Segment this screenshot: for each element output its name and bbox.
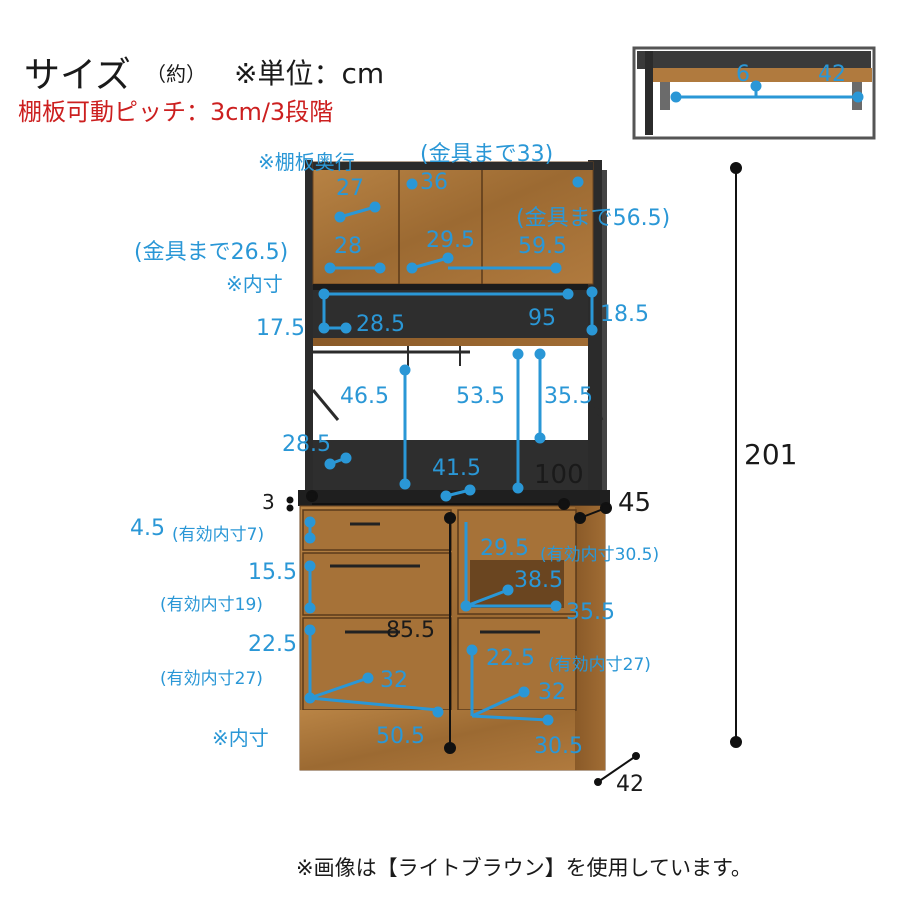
dim-27: 27 (336, 176, 364, 201)
unit-label: ※単位：cm (234, 57, 385, 90)
dim-38-5: 38.5 (514, 568, 563, 593)
shelf-pitch-note: 棚板可動ピッチ：3cm/3段階 (18, 98, 334, 126)
dim-eff-30-5: (有効内寸30.5) (540, 545, 660, 565)
dim-to-fitting-56-5: (金具まで56.5) (516, 206, 671, 231)
dim-32-left: 32 (380, 668, 408, 693)
size-approx: （約） (146, 62, 206, 86)
dim-4-5: 4.5 (130, 516, 165, 541)
dim-35-5-mid: 35.5 (544, 384, 593, 409)
dim-eff-19: (有効内寸19) (160, 595, 263, 615)
dim-18-5: 18.5 (600, 302, 649, 327)
dim-30-5: 30.5 (534, 734, 583, 759)
dim-46-5: 46.5 (340, 384, 389, 409)
inner-note-bottom: ※内寸 (212, 726, 269, 750)
dim-41-5: 41.5 (432, 456, 481, 481)
dim-32-right: 32 (538, 680, 566, 705)
dim-95: 95 (528, 306, 556, 331)
dim-eff-27-right: (有効内寸27) (548, 655, 651, 675)
shelf-depth-note: ※棚板奥行 (258, 150, 355, 174)
dim-29-5: 29.5 (426, 228, 475, 253)
dim-28: 28 (334, 234, 362, 259)
dim-to-fitting-33: (金具まで33) (420, 142, 554, 167)
inner-note-top: ※内寸 (226, 272, 283, 296)
footer-note: ※画像は【ライトブラウン】を使用しています。 (296, 856, 752, 880)
dim-50-5: 50.5 (376, 724, 425, 749)
dim-width-100: 100 (534, 460, 584, 490)
hutch (298, 160, 610, 506)
dim-15-5: 15.5 (248, 560, 297, 585)
overall-dimension-lines (286, 162, 742, 786)
dimension-lines (304, 80, 864, 726)
dim-28-5-top: 28.5 (356, 312, 405, 337)
inset-left-dim: 6 (736, 62, 750, 87)
dim-22-5-left: 22.5 (248, 632, 297, 657)
dim-28-5-mid: 28.5 (282, 432, 331, 457)
dim-eff-7: (有効内寸7) (172, 525, 265, 545)
dim-53-5: 53.5 (456, 384, 505, 409)
inset-right-dim: 42 (818, 62, 846, 87)
dim-22-5-right: 22.5 (486, 646, 535, 671)
dim-29-5-lower: 29.5 (480, 536, 529, 561)
dim-36: 36 (420, 170, 448, 195)
dim-3: 3 (262, 490, 275, 514)
dim-59-5: 59.5 (518, 234, 567, 259)
size-title: サイズ (24, 55, 131, 96)
dim-to-fitting-26-5: (金具まで26.5) (134, 240, 289, 265)
dim-35-5-lower: 35.5 (566, 600, 615, 625)
base-cabinet (299, 505, 606, 771)
dim-height-201: 201 (744, 438, 798, 471)
dim-base-42: 42 (616, 772, 644, 797)
dim-depth-45: 45 (618, 488, 652, 518)
dim-17-5: 17.5 (256, 316, 305, 341)
dim-eff-27-left: (有効内寸27) (160, 669, 263, 689)
dim-85-5: 85.5 (386, 618, 435, 643)
